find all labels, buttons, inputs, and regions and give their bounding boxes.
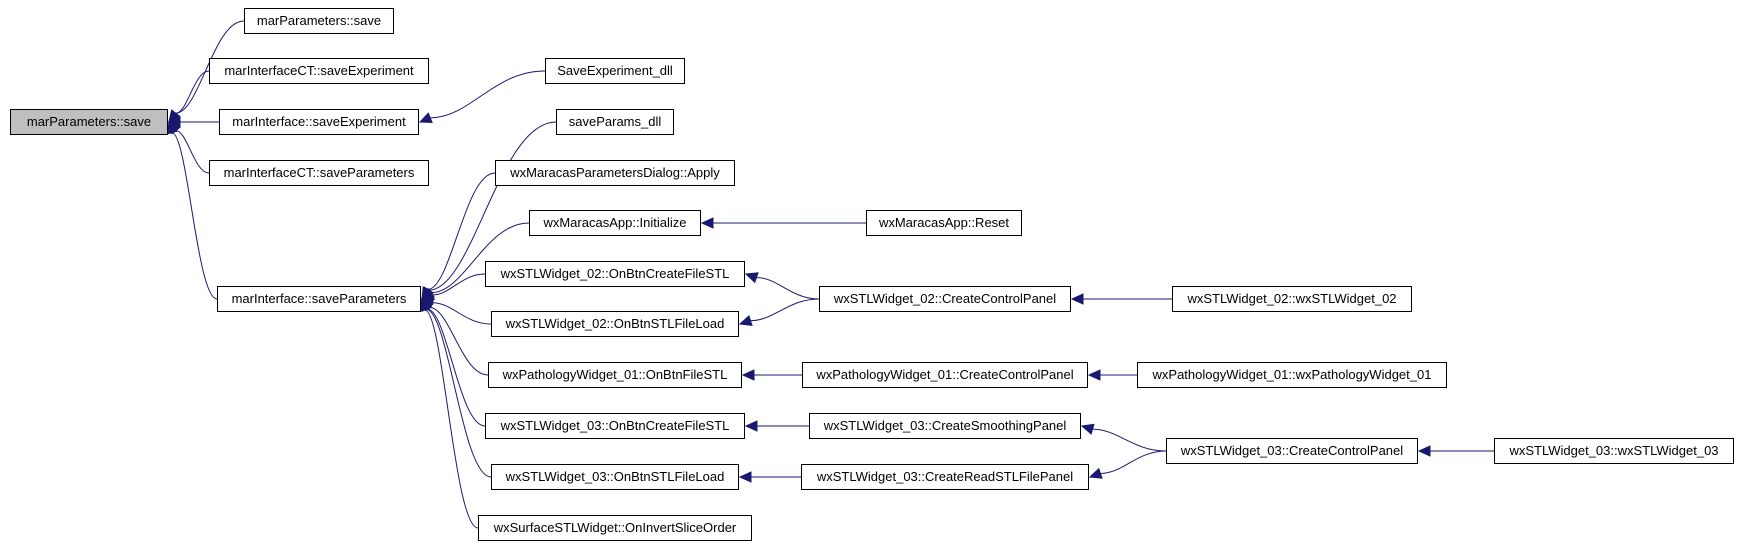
- edge-n13-to-n12: [750, 298, 820, 322]
- edge-n15-to-n5: [429, 306, 489, 376]
- arrowhead-n17-to-n16: [1087, 369, 1101, 381]
- node-wxmaracasapp-reset[interactable]: wxMaracasApp::Reset: [866, 210, 1022, 236]
- arrowhead-n10-to-n9: [700, 217, 714, 229]
- node-saveparams-dll[interactable]: saveParams_dll: [556, 109, 674, 135]
- arrowhead-n23-to-n22: [1417, 445, 1431, 457]
- node-wxstlwidget03-onbtncreatefilestl[interactable]: wxSTLWidget_03::OnBtnCreateFileSTL: [485, 413, 745, 439]
- node-marinterface-saveexperiment[interactable]: marInterface::saveExperiment: [219, 109, 419, 135]
- node-wxstlwidget03-wxstlwidget03[interactable]: wxSTLWidget_03::wxSTLWidget_03: [1494, 438, 1734, 464]
- node-wxstlwidget02-createcontrolpanel[interactable]: wxSTLWidget_02::CreateControlPanel: [819, 286, 1071, 312]
- node-wxstlwidget03-createreadstlfilepanel[interactable]: wxSTLWidget_03::CreateReadSTLFilePanel: [801, 464, 1089, 490]
- node-wxstlwidget03-createsmoothingpanel[interactable]: wxSTLWidget_03::CreateSmoothingPanel: [809, 413, 1081, 439]
- node-wxstlwidget03-onbtnstlfileload[interactable]: wxSTLWidget_03::OnBtnSTLFileLoad: [491, 464, 739, 490]
- edge-n22-to-n21: [1100, 450, 1167, 474]
- arrowhead-n14-to-n13: [1070, 293, 1084, 305]
- node-root-marparameters-save: marParameters::save: [10, 109, 168, 135]
- edge-n11-to-n5: [432, 273, 486, 296]
- edge-n8-to-n5: [427, 172, 496, 290]
- node-wxpathologywidget01-wxpathologywidget01[interactable]: wxPathologyWidget_01::wxPathologyWidget_…: [1137, 362, 1447, 388]
- edge-n18-to-n5: [426, 308, 486, 427]
- edge-n13-to-n11: [756, 277, 820, 300]
- arrowhead-n22-to-n19: [1080, 423, 1095, 435]
- edge-n22-to-n19: [1092, 428, 1167, 452]
- node-wxstlwidget02-onbtnstlfileload[interactable]: wxSTLWidget_02::OnBtnSTLFileLoad: [491, 311, 739, 337]
- edge-n5-to-root: [171, 132, 218, 300]
- arrowhead-n5-to-root: [166, 120, 178, 135]
- node-marinterface-saveparameters[interactable]: marInterface::saveParameters: [217, 286, 421, 312]
- node-marinterfacect-saveexperiment[interactable]: marInterfaceCT::saveExperiment: [209, 58, 429, 84]
- arrowhead-n13-to-n12: [738, 315, 753, 327]
- arrowhead-n6-to-n3: [418, 112, 433, 124]
- arrowhead-n13-to-n11: [744, 272, 759, 284]
- edge-n1-to-root: [175, 20, 245, 114]
- edge-n2-to-root: [175, 70, 210, 114]
- edge-n4-to-root: [175, 130, 210, 174]
- node-wxstlwidget02-onbtncreatefilestl[interactable]: wxSTLWidget_02::OnBtnCreateFileSTL: [485, 261, 745, 287]
- node-wxmaracasapp-initialize[interactable]: wxMaracasApp::Initialize: [529, 210, 701, 236]
- node-wxpathologywidget01-onbtnfilestl[interactable]: wxPathologyWidget_01::OnBtnFileSTL: [488, 362, 742, 388]
- node-wxsurfacestlwidget-oninvertsliceorder[interactable]: wxSurfaceSTLWidget::OnInvertSliceOrder: [478, 515, 752, 541]
- arrowhead-n16-to-n15: [741, 369, 755, 381]
- node-wxstlwidget03-createcontrolpanel[interactable]: wxSTLWidget_03::CreateControlPanel: [1166, 438, 1418, 464]
- edge-n7-to-n5: [428, 121, 557, 291]
- arrowhead-n21-to-n20: [738, 471, 752, 483]
- edge-n12-to-n5: [432, 302, 492, 325]
- edge-n20-to-n5: [425, 308, 492, 478]
- arrowhead-n22-to-n21: [1088, 467, 1103, 479]
- arrowhead-n19-to-n18: [744, 420, 758, 432]
- node-wxstlwidget02-wxstlwidget02[interactable]: wxSTLWidget_02::wxSTLWidget_02: [1172, 286, 1412, 312]
- node-marinterfacect-saveparameters[interactable]: marInterfaceCT::saveParameters: [209, 160, 429, 186]
- node-saveexperiment-dll[interactable]: SaveExperiment_dll: [545, 58, 685, 84]
- edge-n9-to-n5: [430, 222, 530, 294]
- node-wxpathologywidget01-createcontrolpanel[interactable]: wxPathologyWidget_01::CreateControlPanel: [802, 362, 1088, 388]
- node-marparameters-save[interactable]: marParameters::save: [244, 8, 394, 34]
- edge-n24-to-n5: [424, 309, 479, 529]
- node-wxmaracasparametersdialog-apply[interactable]: wxMaracasParametersDialog::Apply: [495, 160, 735, 186]
- edge-n6-to-n3: [430, 70, 546, 119]
